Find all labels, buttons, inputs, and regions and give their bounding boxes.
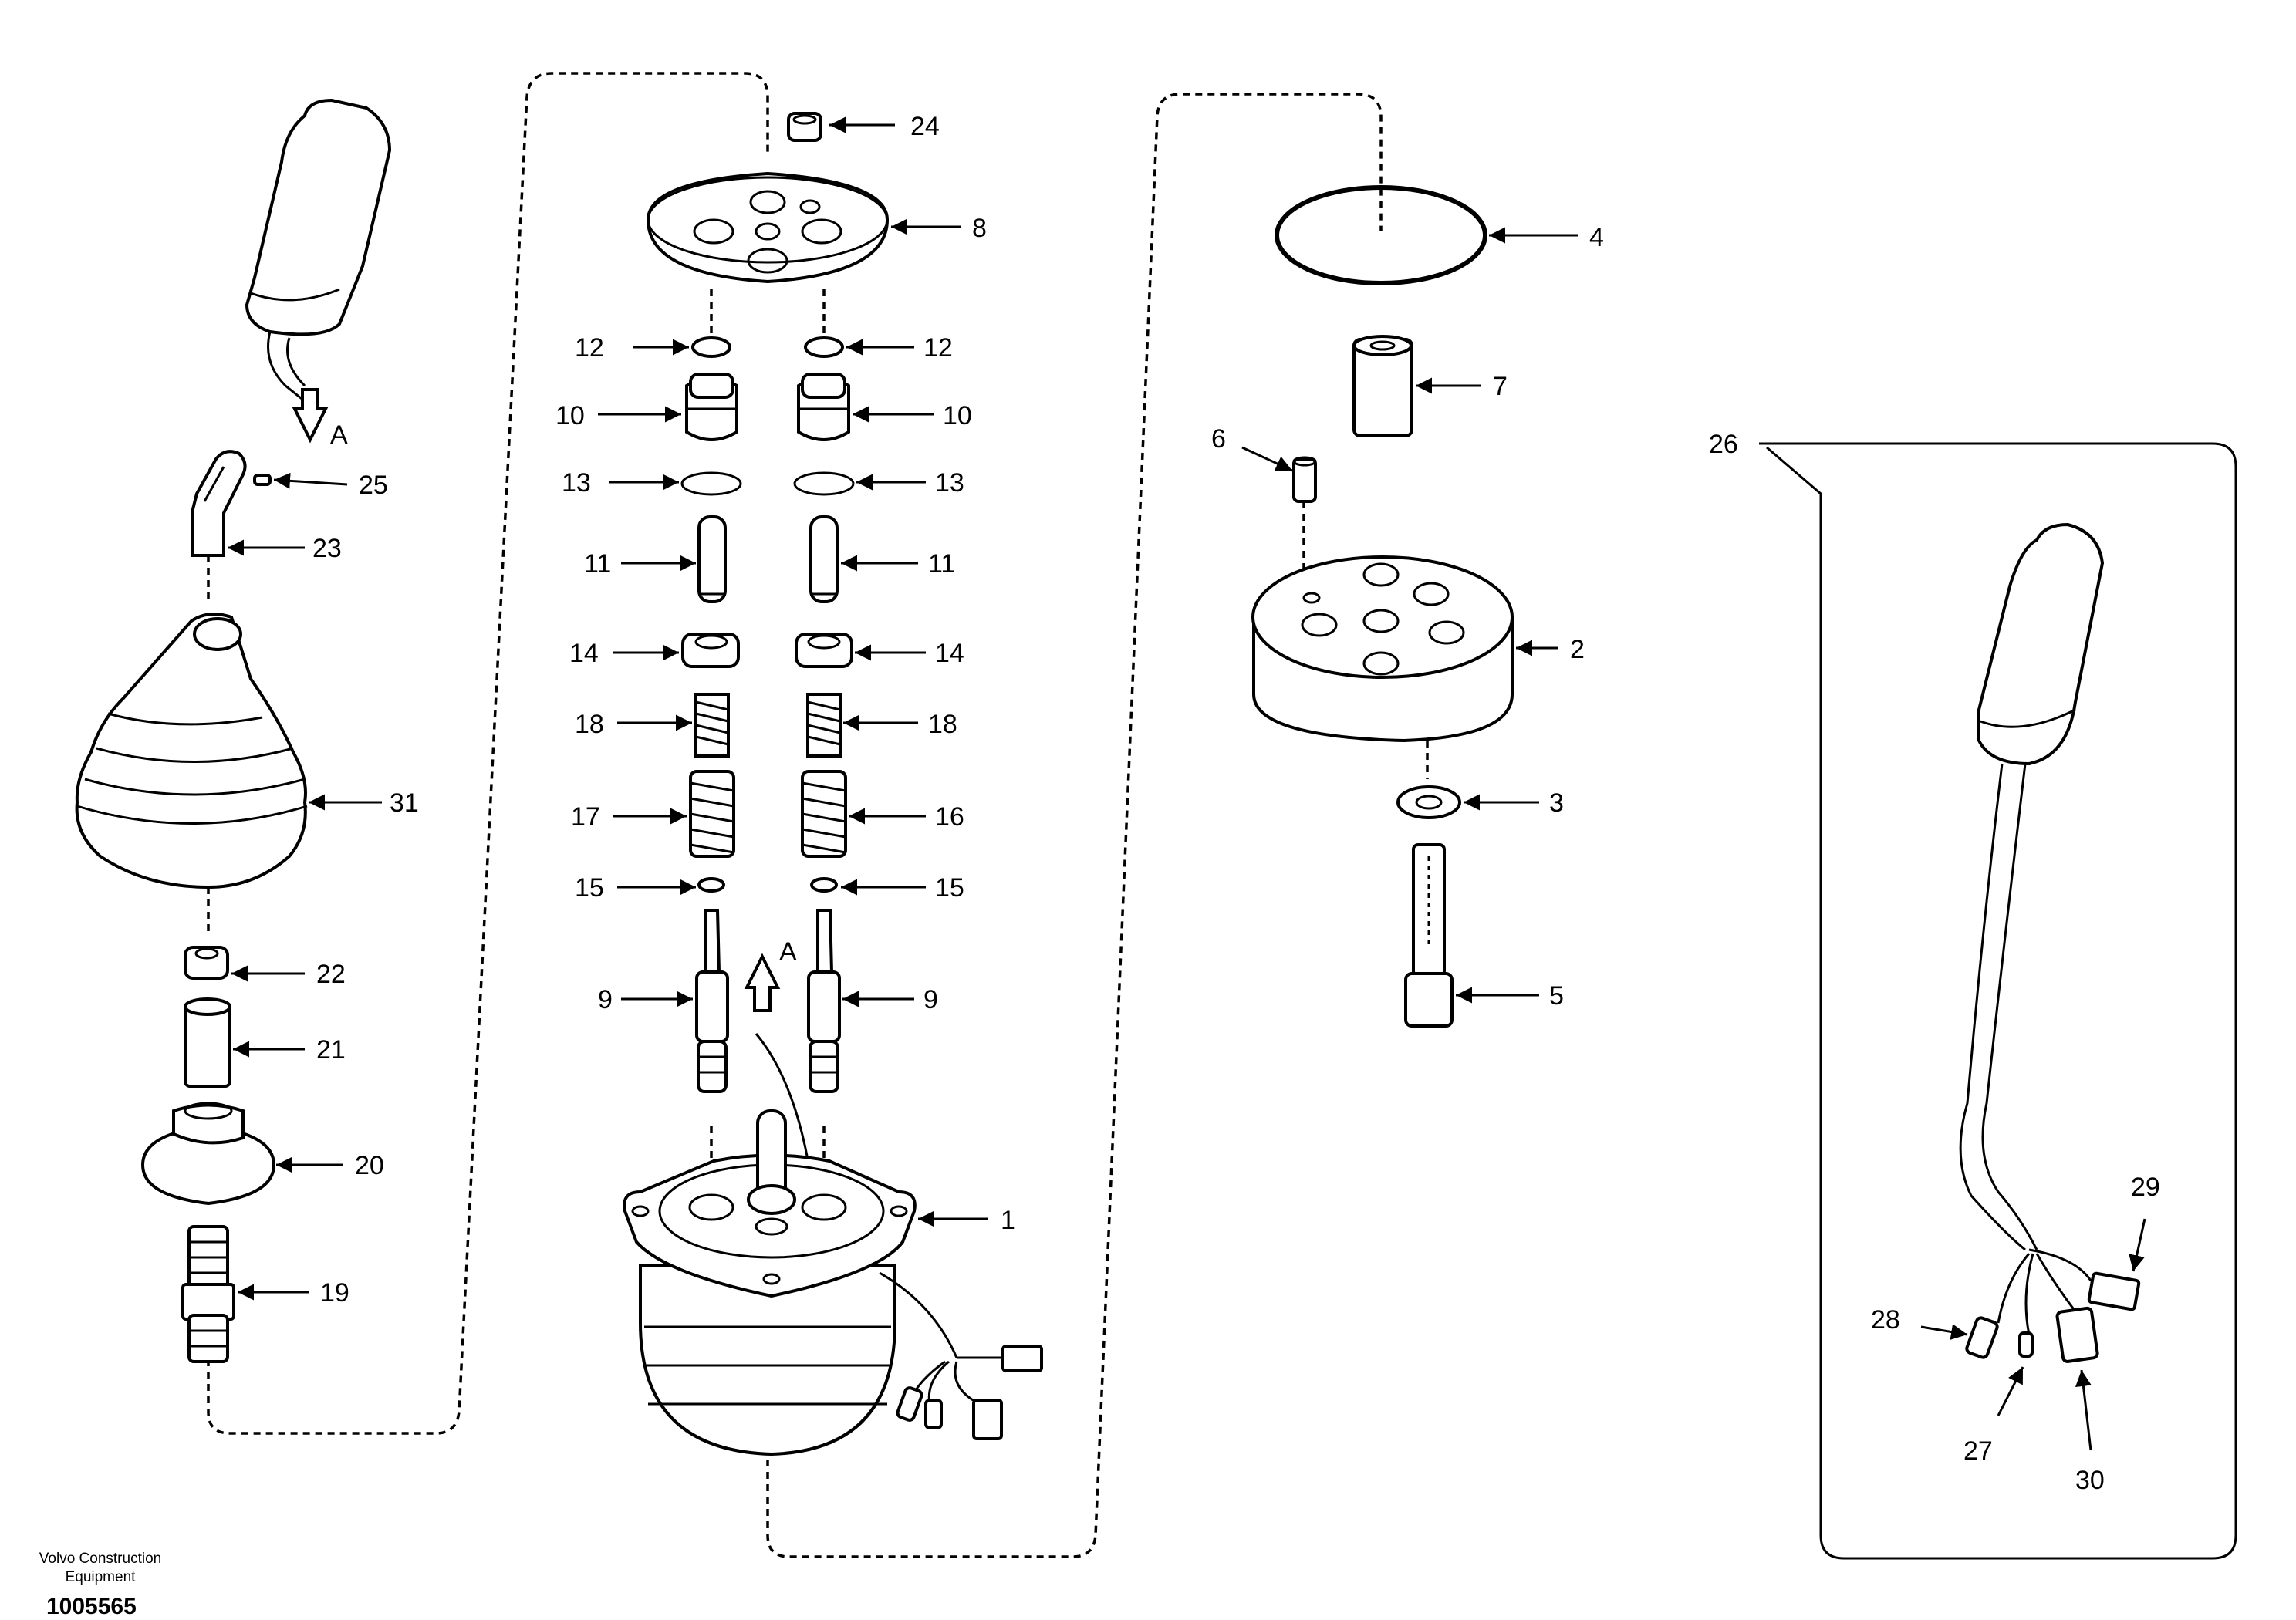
part-22-nut [184, 946, 229, 980]
callout-18-left: 18 [575, 710, 604, 739]
callout-22: 22 [316, 960, 346, 989]
callout-30: 30 [2075, 1466, 2105, 1495]
callout-10-right: 10 [943, 401, 972, 430]
callout-11-right: 11 [928, 549, 955, 579]
callout-1: 1 [1001, 1206, 1015, 1235]
callout-11-left: 11 [584, 549, 611, 579]
harness-connectors [1965, 1248, 2141, 1363]
left-valve-stack [680, 336, 742, 1093]
callout-9-left: 9 [598, 985, 613, 1014]
part-7-bushing [1352, 335, 1413, 437]
callout-4: 4 [1589, 223, 1604, 252]
callout-13-left: 13 [562, 468, 591, 498]
callout-26: 26 [1709, 430, 1738, 459]
part-1-valve-body [623, 1109, 917, 1456]
lever-handle [245, 98, 392, 403]
callout-6: 6 [1211, 424, 1226, 454]
spring-18-left [694, 693, 730, 758]
callout-20: 20 [355, 1151, 384, 1180]
credit-line-2: Equipment [66, 1569, 137, 1585]
part-24-nut [787, 112, 822, 142]
part-20-plate [140, 1102, 276, 1206]
callout-5: 5 [1549, 981, 1564, 1011]
arrow-a-valve: A [744, 937, 797, 1012]
callout-16: 16 [935, 802, 964, 832]
leader-lines [228, 116, 2146, 1451]
footer: Volvo Construction Equipment 1005565 [39, 1551, 161, 1619]
credit-line-1: Volvo Construction [39, 1551, 161, 1567]
callout-31: 31 [390, 788, 419, 818]
callout-2: 2 [1570, 635, 1585, 664]
callout-29: 29 [2131, 1173, 2160, 1202]
valve-wire-harness [879, 1271, 1043, 1440]
part-4-o-ring [1275, 185, 1487, 285]
spring-16-right [801, 770, 847, 858]
right-valve-stack [793, 336, 855, 1093]
callout-9-right: 9 [923, 985, 938, 1014]
assembly-path-handle-to-valve [207, 72, 769, 1435]
part-19-joint [181, 1225, 235, 1363]
part-2-base-casing [1251, 555, 1514, 743]
part-21-sleeve [184, 997, 231, 1088]
callout-14-left: 14 [569, 639, 599, 668]
arrow-a-handle: A [292, 388, 348, 450]
callout-21: 21 [316, 1035, 346, 1065]
part-26-panel-frame [1759, 442, 2237, 1560]
callout-18-right: 18 [928, 710, 957, 739]
callout-19: 19 [320, 1278, 349, 1308]
callout-15-left: 15 [575, 873, 604, 903]
callout-12-left: 12 [575, 333, 604, 363]
callout-27: 27 [1963, 1436, 1993, 1466]
document-number: 1005565 [46, 1594, 137, 1619]
arrow-a-label-valve: A [779, 937, 797, 967]
callout-23: 23 [312, 534, 342, 563]
callout-15-right: 15 [935, 873, 964, 903]
harness-handle [1959, 522, 2105, 1251]
callout-24: 24 [910, 112, 940, 141]
callout-13-right: 13 [935, 468, 964, 498]
callout-labels: 24 8 1 4 7 6 2 3 5 12 10 13 11 14 18 17 … [312, 112, 2160, 1495]
callout-8: 8 [972, 214, 987, 243]
callout-7: 7 [1493, 372, 1508, 401]
callout-3: 3 [1549, 788, 1564, 818]
part-3-washer [1396, 785, 1461, 819]
spring-17-left [689, 770, 735, 858]
callout-10-left: 10 [555, 401, 585, 430]
callout-17: 17 [571, 802, 600, 832]
callout-12-right: 12 [923, 333, 953, 363]
part-8-plate [646, 171, 890, 284]
part-6-pin [1292, 456, 1317, 503]
assembly-path-valve-to-body [766, 93, 1383, 1558]
part-25-pin [253, 474, 272, 486]
spring-18-right [806, 693, 842, 758]
arrow-a-label: A [330, 420, 348, 450]
part-23-tube [191, 450, 247, 557]
callout-25: 25 [359, 471, 388, 500]
callout-28: 28 [1871, 1305, 1900, 1335]
callout-14-right: 14 [935, 639, 964, 668]
part-31-rubber-boot [75, 613, 308, 889]
part-5-bolt [1404, 843, 1454, 1028]
